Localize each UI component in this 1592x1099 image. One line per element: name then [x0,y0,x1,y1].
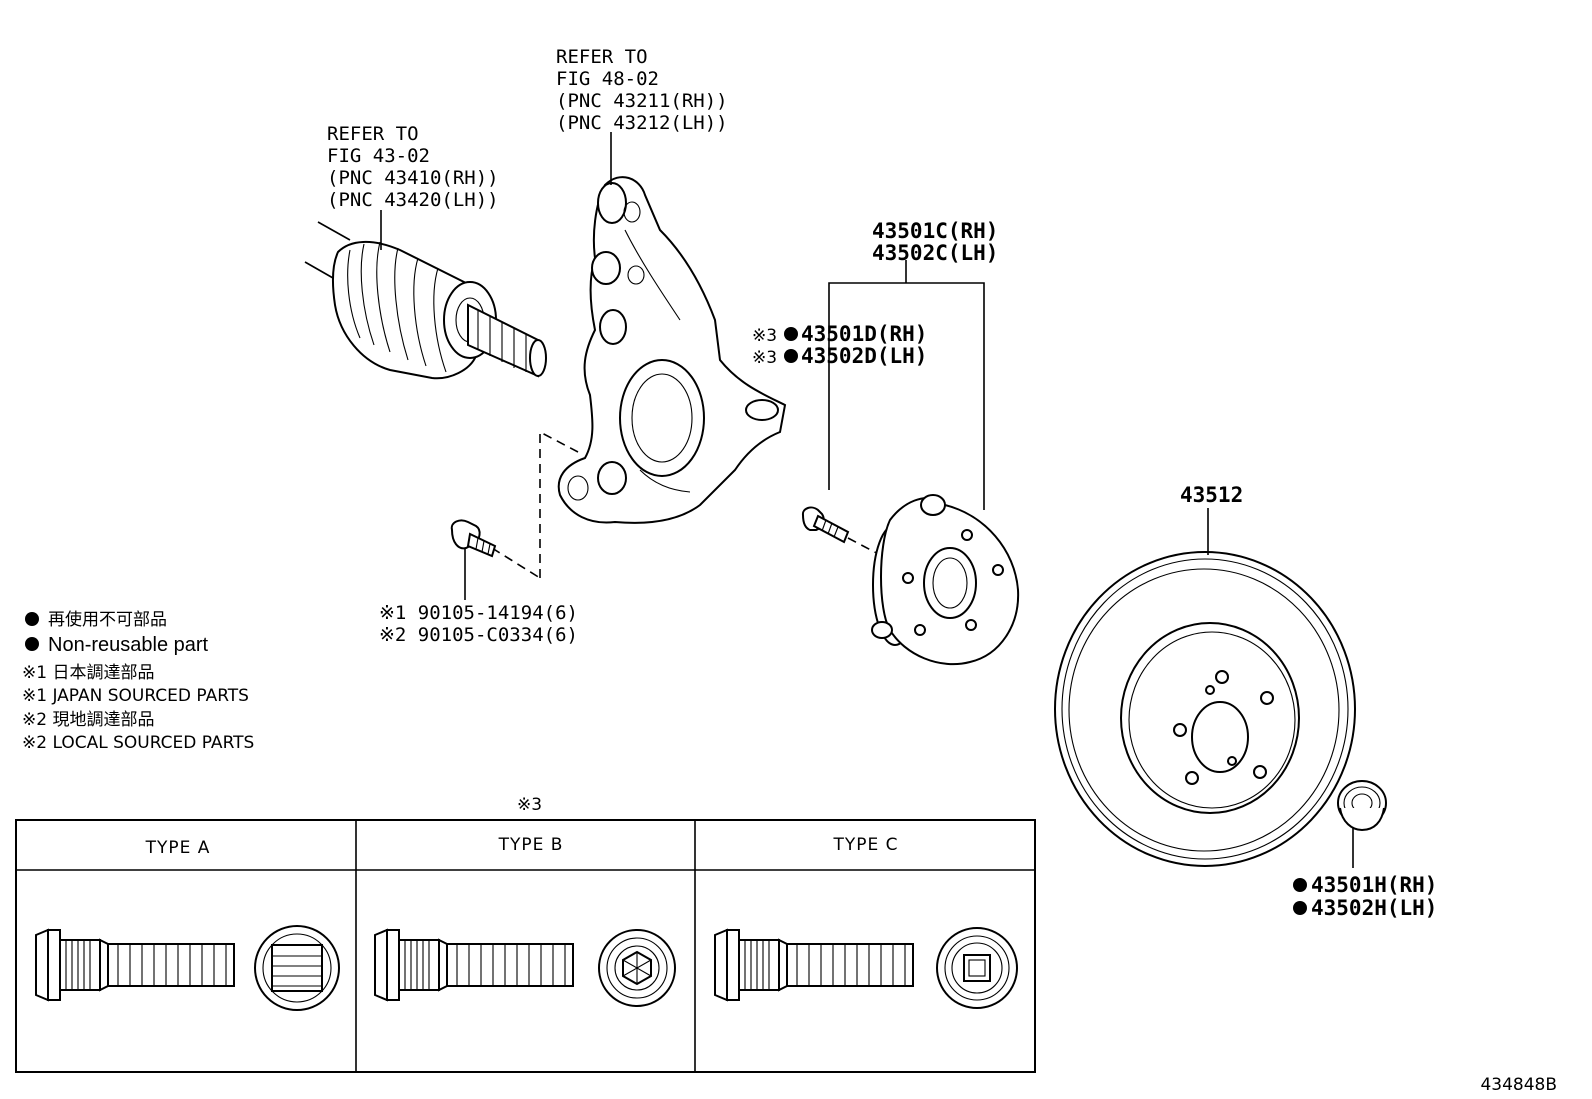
steering-knuckle-illustration [557,132,787,524]
non-reusable-dot-icon [784,349,798,363]
rotor-part-number: 43512 [1180,483,1243,507]
bolt-types-table: ※3 TYPE A TYPE B TYPE C [15,795,1036,1073]
type-c-header: TYPE C [832,835,898,855]
non-reusable-dot-icon [784,327,798,341]
knuckle-bolt-part-2: ※2 90105-C0334(6) [379,624,578,646]
driveshaft-callout-line-4: (PNC 43420(LH)) [327,189,499,211]
hub-assembly-part-rh: 43501C(RH) [872,219,998,243]
nut-part-rh: 43501H(RH) [1311,873,1437,897]
hub-bolt-note-mark-rh: ※3 [752,326,777,346]
non-reusable-dot-icon [1293,901,1307,915]
hub-nut-illustration [1337,780,1387,868]
knuckle-callout-line-2: FIG 48-02 [556,68,659,90]
hub-bolt-callout: ※3 43501D(RH) ※3 43502D(LH) [752,322,927,368]
type-a-header: TYPE A [145,838,211,858]
driveshaft-callout-line-2: FIG 43-02 [327,145,430,167]
knuckle-callout-line-1: REFER TO [556,46,648,68]
legend-non-reusable-jp: 再使用不可部品 [48,609,167,630]
knuckle-callout-line-4: (PNC 43212(LH)) [556,112,728,134]
hub-bolt-note-mark-lh: ※3 [752,348,777,368]
types-table-note-mark: ※3 [517,795,542,815]
nut-callout: 43501H(RH) 43502H(LH) [1293,873,1437,920]
type-b-header: TYPE B [498,835,564,855]
type-c-bolt-drawing [714,927,1018,1009]
legend-local-sourced-en: ※2 LOCAL SOURCED PARTS [22,733,254,753]
driveshaft-callout-line-3: (PNC 43410(RH)) [327,167,499,189]
hub-assembly-callout: 43501C(RH) 43502C(LH) [872,219,998,265]
legend: 再使用不可部品 Non-reusable part ※1 日本調達部品 ※1 J… [22,609,254,753]
hub-bolt-part-rh: 43501D(RH) [801,322,927,346]
drive-shaft-illustration [304,210,547,380]
non-reusable-dot-icon [25,637,39,651]
driveshaft-callout-line-1: REFER TO [327,123,419,145]
knuckle-bolt-callout: ※1 90105-14194(6) ※2 90105-C0334(6) [379,602,578,646]
legend-non-reusable-en: Non-reusable part [48,634,209,656]
figure-id: 434848B [1480,1075,1557,1095]
non-reusable-dot-icon [1293,878,1307,892]
knuckle-callout-line-3: (PNC 43211(RH)) [556,90,728,112]
legend-japan-sourced-jp: ※1 日本調達部品 [22,663,154,683]
knuckle-callout: REFER TO FIG 48-02 (PNC 43211(RH)) (PNC … [556,46,728,134]
legend-local-sourced-jp: ※2 現地調達部品 [22,710,154,730]
type-a-bolt-drawing [35,925,340,1011]
knuckle-bolt-guide [539,430,579,578]
legend-japan-sourced-en: ※1 JAPAN SOURCED PARTS [22,686,249,706]
hub-assembly-illustration [871,494,1020,666]
type-b-bolt-drawing [374,928,676,1007]
hub-bolt-illustration [801,506,887,559]
non-reusable-dot-icon [25,612,39,626]
nut-part-lh: 43502H(LH) [1311,896,1437,920]
knuckle-bolt-part-1: ※1 90105-14194(6) [379,602,578,624]
hub-assembly-bracket [828,260,985,510]
hub-bolt-part-lh: 43502D(LH) [801,344,927,368]
hub-assembly-part-lh: 43502C(LH) [872,241,998,265]
driveshaft-callout: REFER TO FIG 43-02 (PNC 43410(RH)) (PNC … [327,123,499,211]
knuckle-bolt-illustration [450,519,497,600]
disc-rotor-illustration [1054,508,1356,867]
